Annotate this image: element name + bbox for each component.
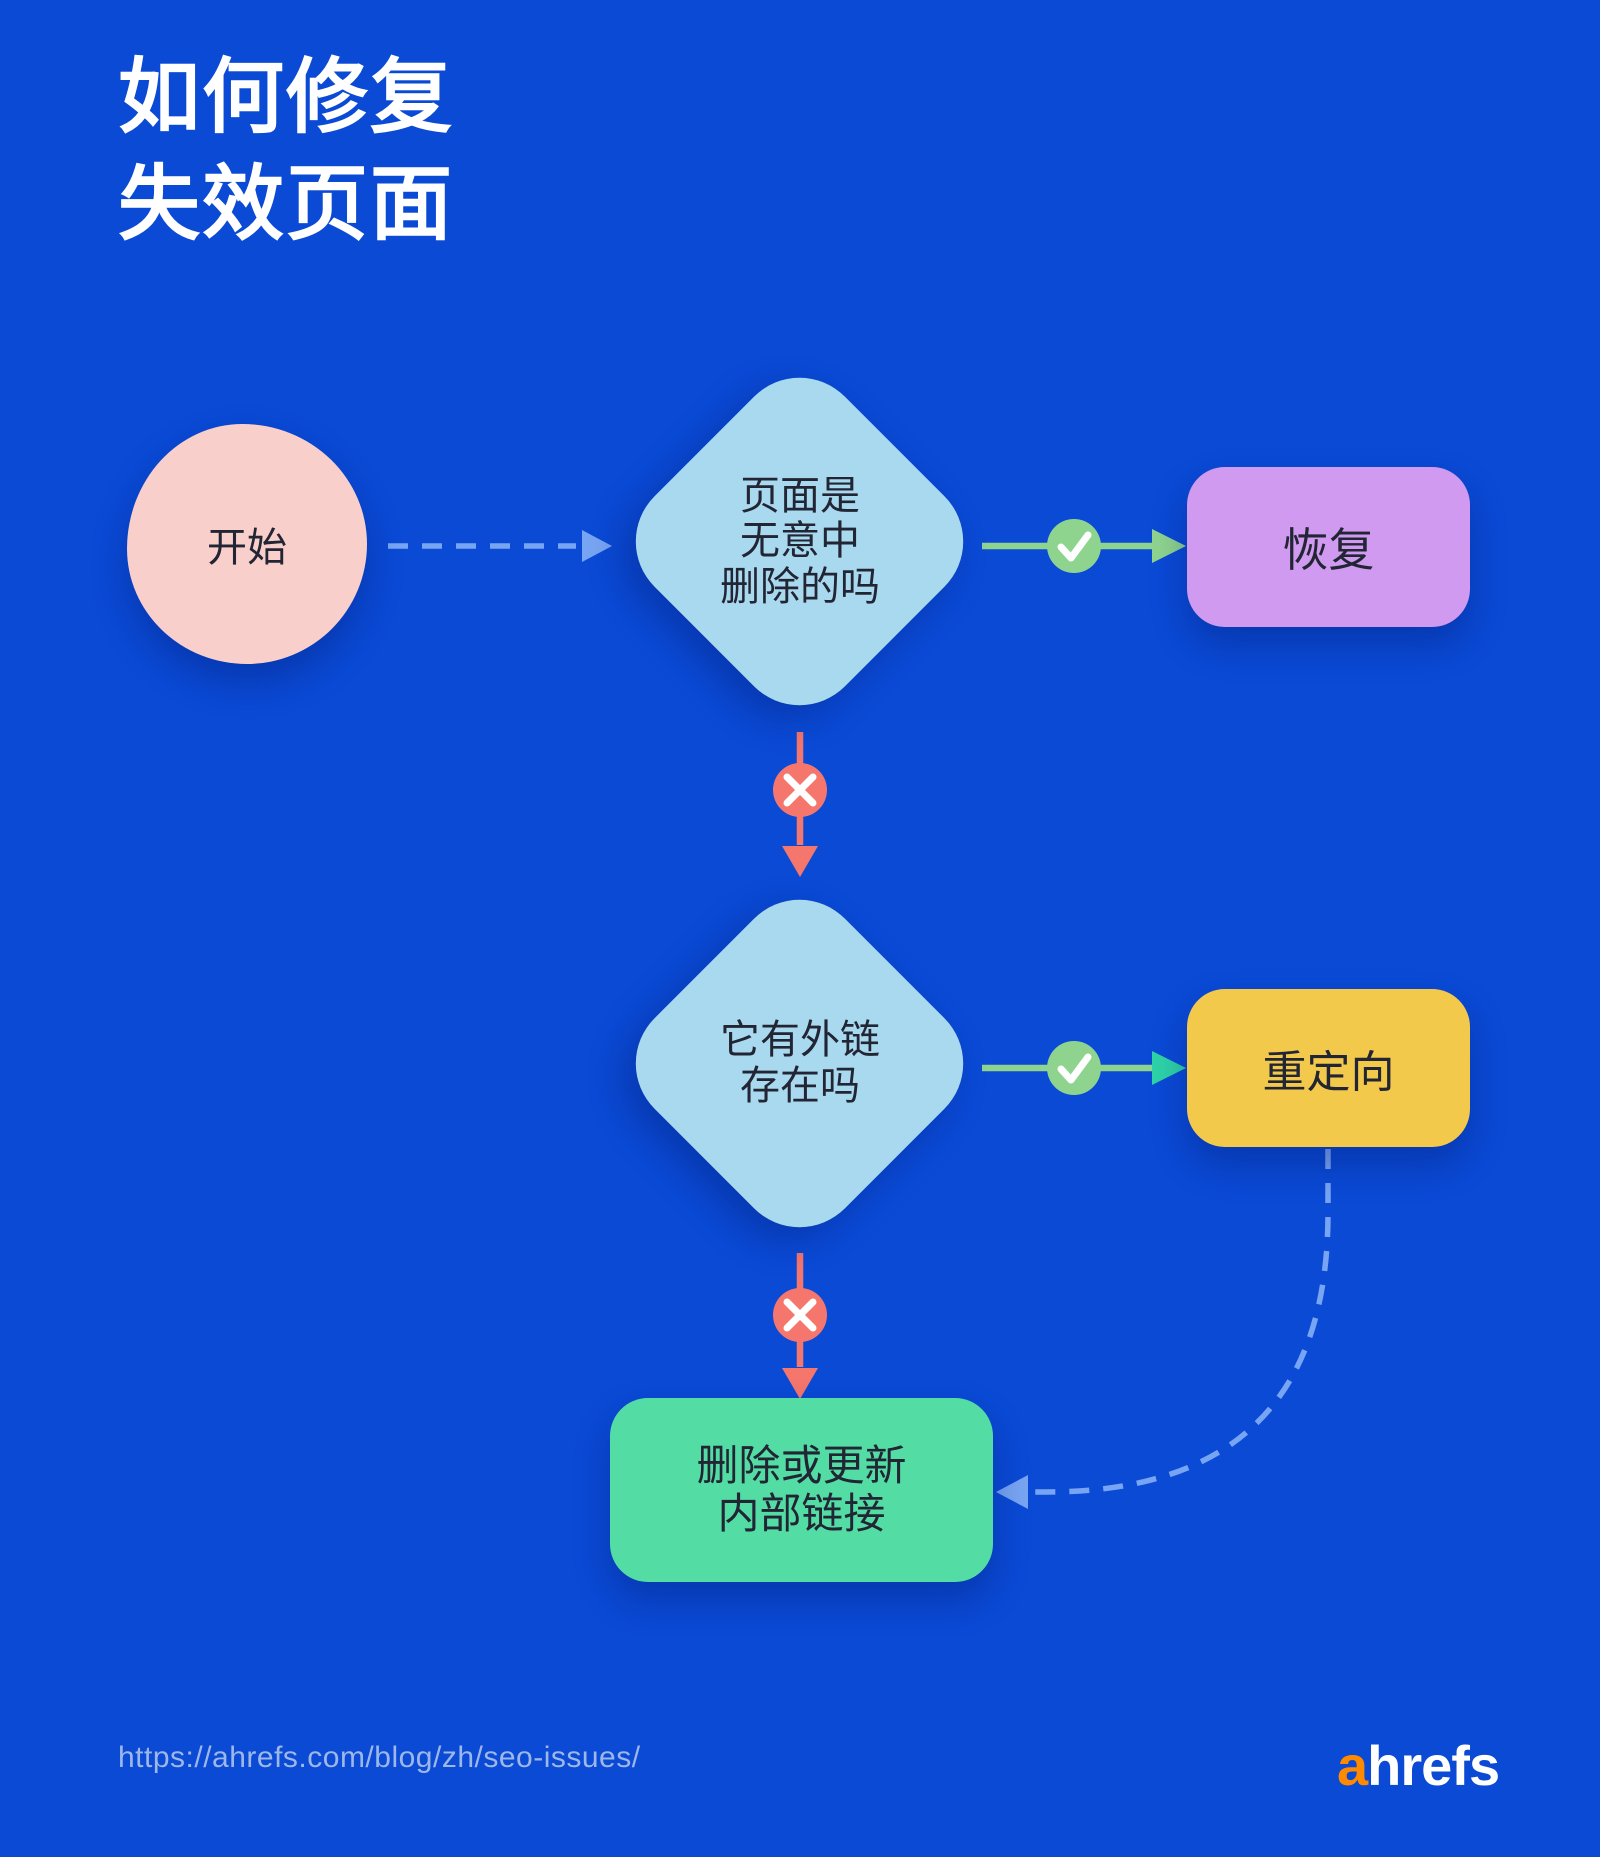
restore-node: 恢复	[1187, 467, 1470, 627]
check-icon	[1057, 1053, 1092, 1084]
question-node-backlinks-label: 它有外链 存在吗	[720, 1018, 880, 1108]
ahrefs-logo: ahrefs	[1337, 1733, 1500, 1798]
question-node-deleted-label: 页面是 无意中 删除的吗	[720, 473, 880, 609]
redirect-node: 重定向	[1187, 989, 1470, 1147]
arrow-right-icon	[1152, 1051, 1186, 1085]
arrow-left-icon	[996, 1475, 1028, 1509]
arrow-right-icon	[1152, 529, 1186, 563]
update-links-node: 删除或更新 内部链接	[610, 1398, 993, 1582]
arrow-down-icon	[782, 846, 818, 877]
ahrefs-logo-a: a	[1337, 1734, 1368, 1797]
title-line-1: 如何修复	[118, 49, 455, 145]
arrow-right-icon	[582, 530, 612, 562]
cross-icon	[783, 773, 817, 807]
footer-url: https://ahrefs.com/blog/zh/seo-issues/	[118, 1741, 641, 1774]
start-node-label: 开始	[207, 526, 287, 570]
yes-badge	[1047, 519, 1101, 573]
title-line-2: 失效页面	[118, 155, 455, 252]
edge-start-to-q1	[388, 530, 612, 562]
question-node-backlinks: 它有外链 存在吗	[609, 873, 990, 1254]
edge-q2-no	[773, 1253, 827, 1399]
edge-q2-yes	[982, 1041, 1186, 1095]
start-node: 开始	[127, 424, 367, 664]
no-badge	[773, 1288, 827, 1342]
check-icon	[1057, 531, 1092, 562]
edge-redirect-to-update-links	[996, 1149, 1331, 1509]
page-title: 如何修复 失效页面	[118, 44, 454, 257]
no-badge	[773, 763, 827, 817]
arrow-down-icon	[782, 1368, 818, 1399]
yes-badge	[1047, 1041, 1101, 1095]
redirect-node-label: 重定向	[1262, 1048, 1395, 1097]
cross-icon	[783, 1298, 817, 1332]
question-node-deleted: 页面是 无意中 删除的吗	[609, 351, 990, 732]
edge-q1-yes	[982, 519, 1186, 573]
update-links-node-label: 删除或更新 内部链接	[696, 1442, 907, 1537]
restore-node-label: 恢复	[1282, 524, 1375, 576]
ahrefs-logo-rest: hrefs	[1367, 1734, 1500, 1797]
edge-q1-no	[773, 732, 827, 877]
